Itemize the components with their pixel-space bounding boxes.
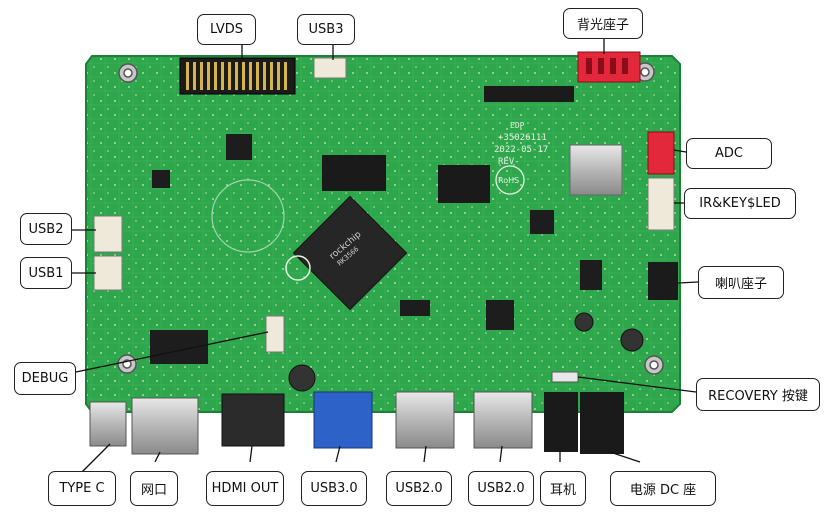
top-pin-strip (484, 86, 574, 102)
board-marking-1: +35026111 (498, 133, 547, 143)
rohs-mark: RoHS (498, 176, 519, 185)
debug-header (265, 315, 285, 353)
label-backlight: 背光座子 (563, 8, 643, 39)
leader-lines (72, 38, 699, 473)
label-hdmi-out: HDMI OUT (206, 471, 284, 506)
label-usb3-header: USB3 (297, 14, 355, 45)
label-usb1: USB1 (20, 257, 72, 289)
label-recovery: RECOVERY 按键 (696, 378, 820, 411)
emmc-chip (438, 165, 490, 203)
edp-silk: EDP (510, 121, 525, 130)
label-earphone: 耳机 (540, 471, 586, 506)
usb2-port-a (395, 391, 455, 449)
label-speaker: 喇叭座子 (698, 266, 784, 299)
silk-ring (211, 179, 285, 253)
label-usb3-0: USB3.0 (301, 471, 367, 506)
label-ir-key-led: IR&KEY$LED (684, 188, 796, 219)
label-usb2-0-b: USB2.0 (468, 471, 534, 506)
label-usb2-0-a: USB2.0 (386, 471, 452, 506)
ir-key-led-connector (647, 177, 675, 231)
lvds-connector (179, 57, 296, 95)
wifi-module (569, 144, 623, 196)
type-c-port (89, 401, 127, 447)
capacitors (288, 312, 644, 392)
label-lvds: LVDS (197, 14, 256, 45)
label-ethernet: 网口 (130, 471, 178, 506)
earphone-jack (544, 392, 578, 452)
usb2-header (93, 215, 123, 253)
hdmi-port (221, 393, 285, 447)
rohs-circle (495, 165, 525, 195)
speaker-connector (648, 262, 678, 300)
board-marking-2: 2022-05-17 (494, 145, 548, 155)
soc-chip (292, 195, 408, 311)
usb3-header (313, 57, 347, 79)
label-type-c: TYPE C (48, 471, 116, 506)
dc-power-jack (580, 392, 624, 454)
mounting-holes (117, 62, 664, 375)
label-debug: DEBUG (14, 362, 76, 395)
label-usb2: USB2 (20, 213, 72, 245)
adc-connector (647, 131, 675, 175)
usb3-port (313, 391, 373, 449)
label-dc-power: 电源 DC 座 (610, 471, 716, 506)
usb1-header (93, 255, 123, 291)
board-marking-3: REV- (498, 157, 520, 167)
pb-free-mark (285, 255, 311, 281)
usb2-port-b (473, 391, 533, 449)
ethernet-port (131, 397, 199, 455)
label-adc: ADC (686, 138, 772, 169)
recovery-button (551, 371, 579, 383)
ddr-chip-1 (322, 155, 386, 191)
